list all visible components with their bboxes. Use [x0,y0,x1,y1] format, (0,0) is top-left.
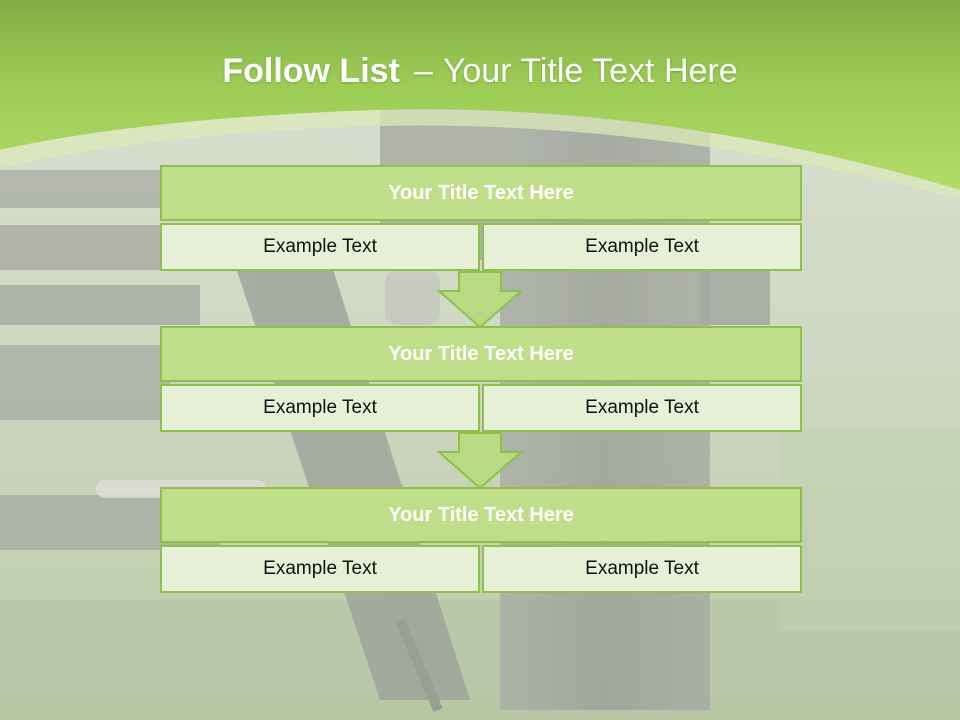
step-cell-left: Example Text [160,545,480,593]
header-band [0,0,960,190]
step-cell-left: Example Text [160,384,480,432]
title-separator: – [413,52,433,90]
step-row: Example Text Example Text [160,545,802,593]
step-cell-right: Example Text [482,223,802,271]
step-block-1: Your Title Text Here Example Text Exampl… [160,165,802,271]
step-cell-right: Example Text [482,384,802,432]
step-block-3: Your Title Text Here Example Text Exampl… [160,487,802,593]
step-cell-right: Example Text [482,545,802,593]
down-arrow-icon [437,271,523,329]
step-row: Example Text Example Text [160,384,802,432]
down-arrow-icon [437,432,523,490]
title-rest: Your Title Text Here [442,52,738,90]
step-cell-left: Example Text [160,223,480,271]
step-title: Your Title Text Here [160,487,802,543]
step-row: Example Text Example Text [160,223,802,271]
title-bold: Follow List [222,52,400,90]
step-block-2: Your Title Text Here Example Text Exampl… [160,326,802,432]
step-title: Your Title Text Here [160,326,802,382]
step-title: Your Title Text Here [160,165,802,221]
page-title: Follow List–Your Title Text Here [0,52,960,91]
